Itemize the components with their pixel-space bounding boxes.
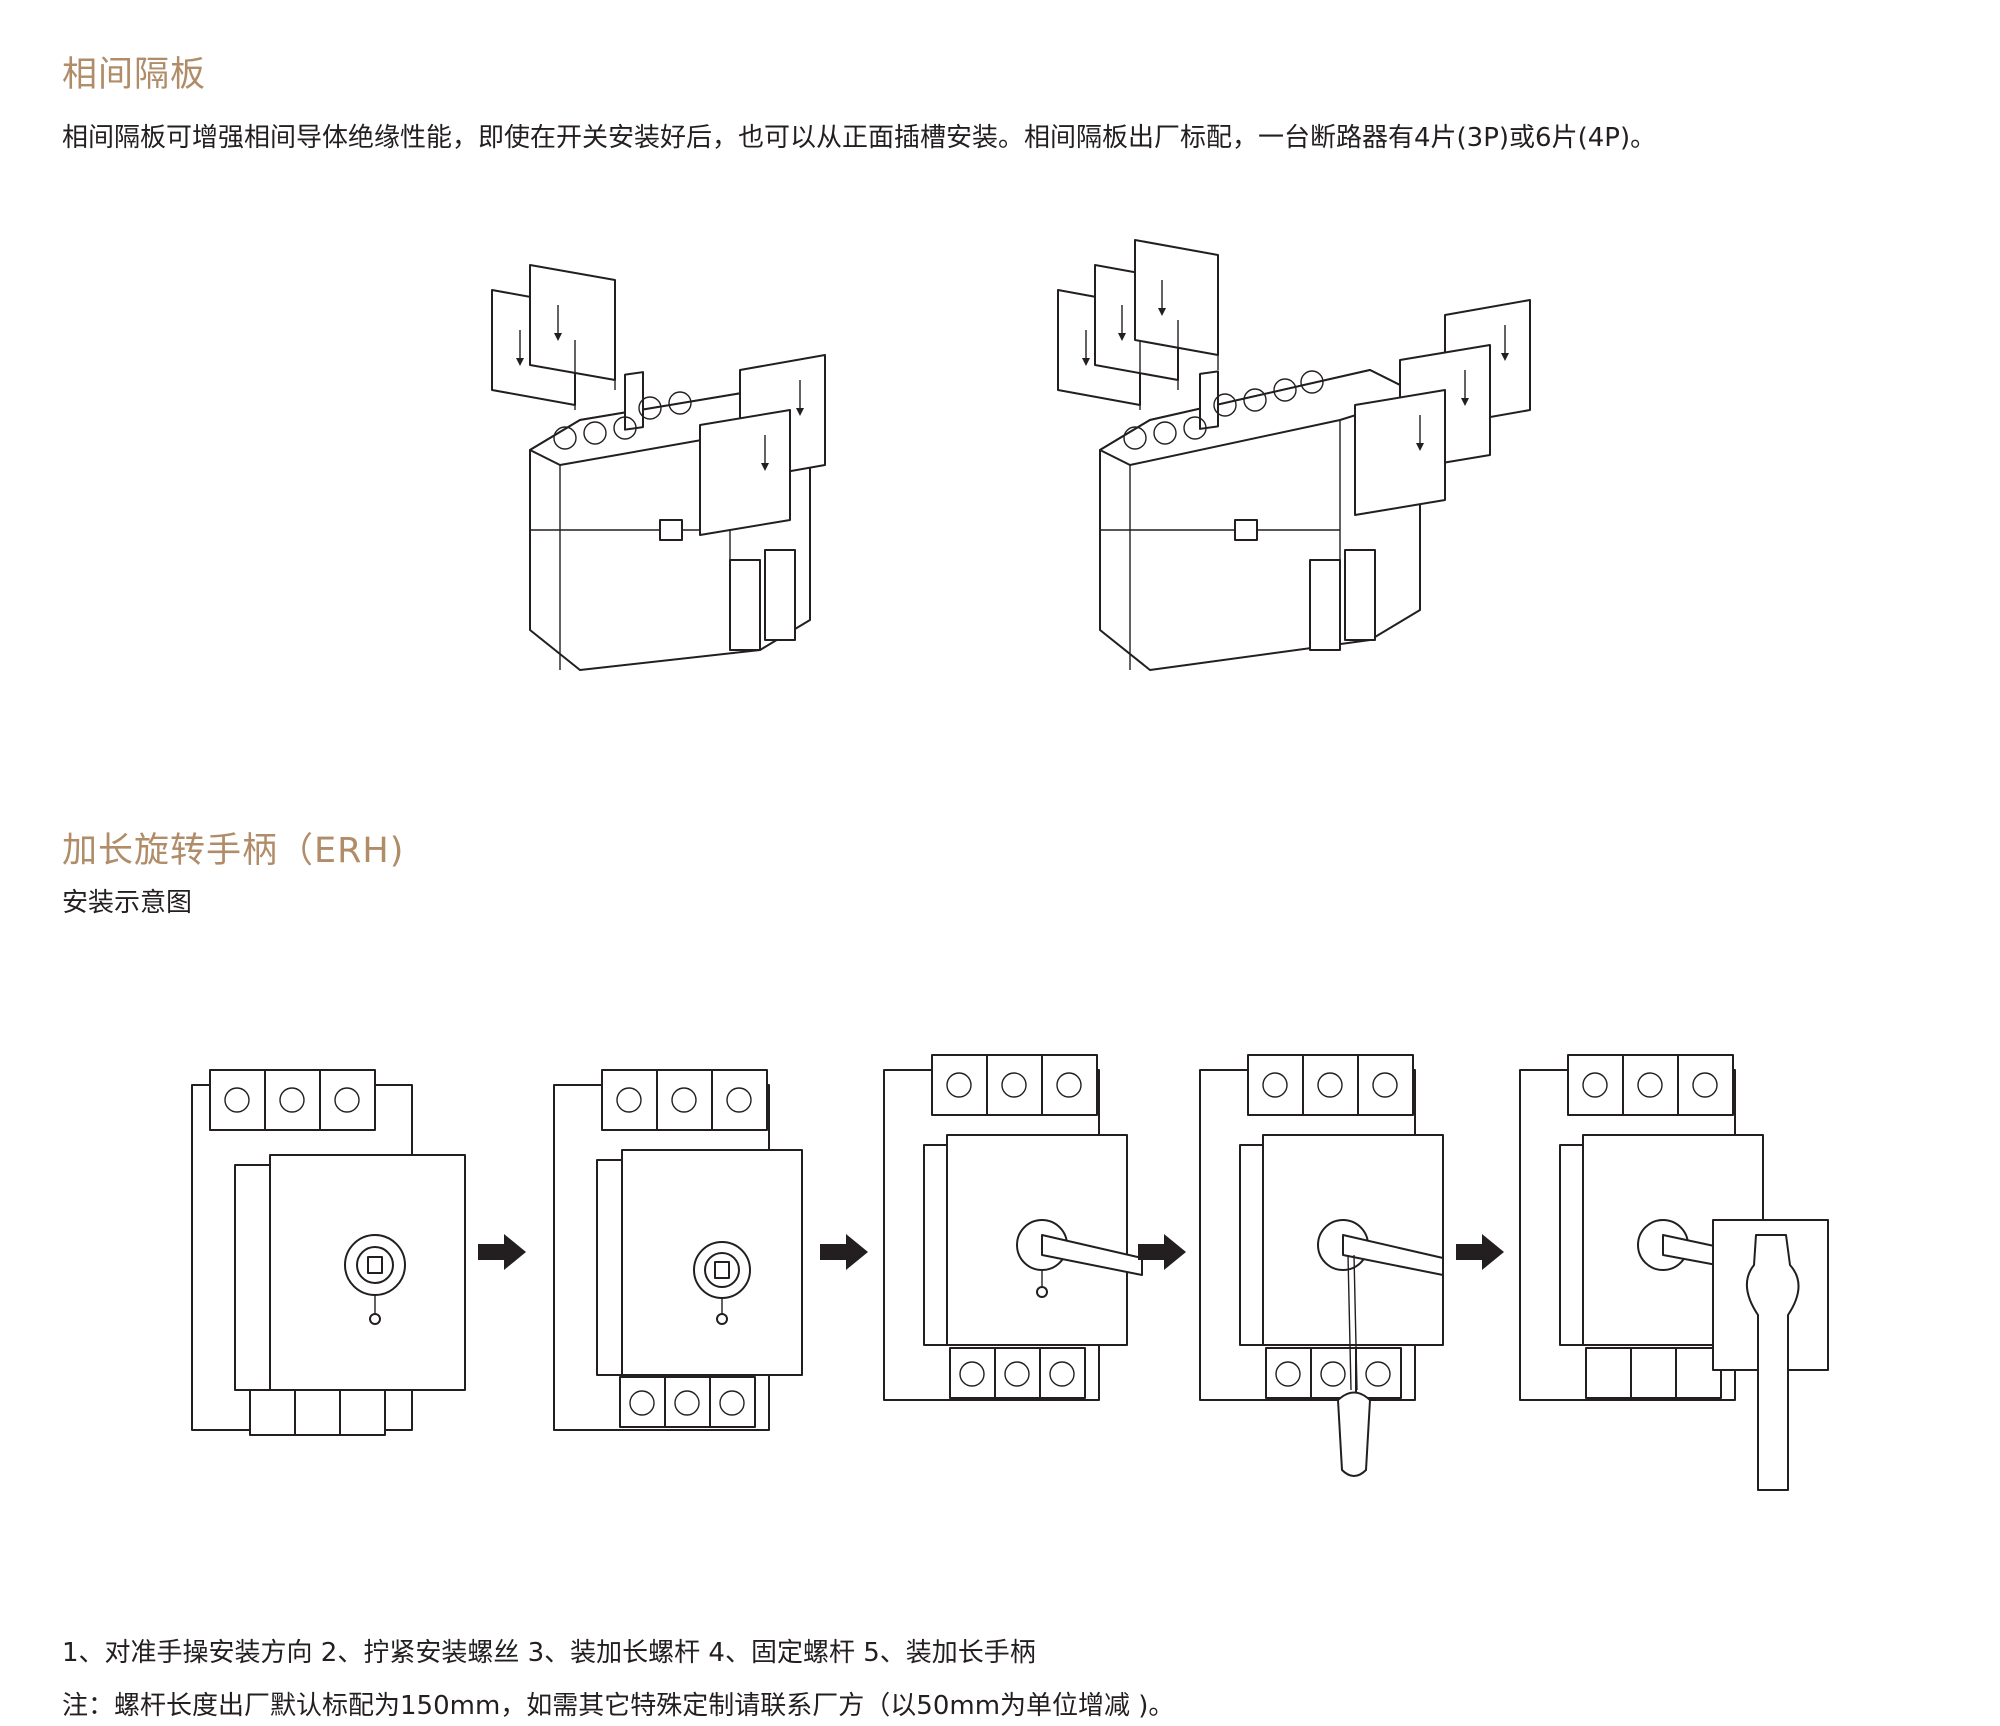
install-step-5-figure [1519,1054,1829,1491]
install-step-1-figure [191,1069,466,1436]
arrow-right-icon [1138,1234,1186,1270]
section-title-extended-handle: 加长旋转手柄（ERH) [62,831,405,871]
install-step-2-figure [553,1069,803,1431]
arrow-right-icon [1456,1234,1504,1270]
arrow-right-icon [820,1234,868,1270]
phase-barrier-figure-4p [1057,239,1531,671]
install-step-3-figure [883,1054,1143,1401]
section-title-phase-barrier: 相间隔板 [62,55,207,95]
install-step-4-figure [1199,1054,1444,1477]
installation-note-text: 注：螺杆长度出厂默认标配为150mm，如需其它特殊定制请联系厂方（以50mm为单… [62,1691,1175,1721]
phase-barrier-figure-3p [491,264,826,671]
section-subtitle-installation-diagram: 安装示意图 [62,888,193,918]
section-description-phase-barrier: 相间隔板可增强相间导体绝缘性能，即使在开关安装好后，也可以从正面插槽安装。相间隔… [62,123,1657,153]
arrow-right-icon [478,1234,526,1270]
installation-steps-text: 1、对准手操安装方向 2、拧紧安装螺丝 3、装加长螺杆 4、固定螺杆 5、装加长… [62,1638,1036,1668]
